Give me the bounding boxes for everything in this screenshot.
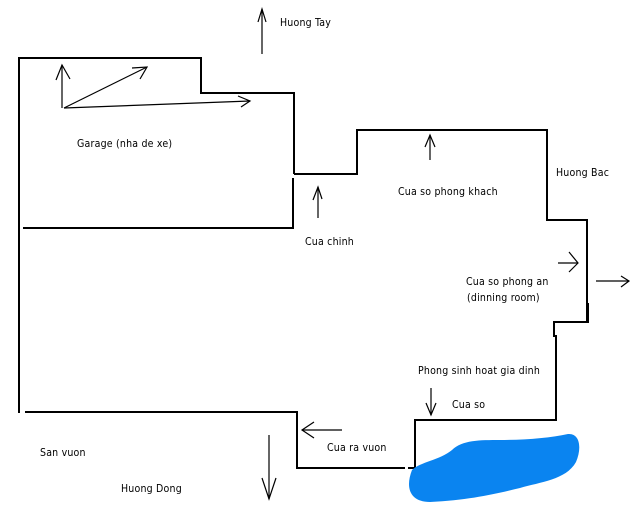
- label-garden-door: Cua ra vuon: [327, 442, 387, 454]
- arrow-down-icon-window: [425, 388, 437, 417]
- pond-blob: [409, 433, 580, 502]
- label-garage: Garage (nha de xe): [77, 138, 173, 150]
- wall-garage-bottom: [23, 178, 294, 229]
- arrow-up-icon-huong-tay: [257, 6, 267, 54]
- label-yard: San vuon: [40, 447, 86, 459]
- label-dining-room: (dinning room): [467, 292, 540, 304]
- arrow-up-icon-garage: [55, 63, 71, 108]
- label-huong-tay: Huong Tay: [280, 17, 332, 29]
- label-main-door: Cua chinh: [305, 236, 354, 248]
- wall-garage-top: [19, 57, 295, 174]
- label-living-window: Cua so phong khach: [398, 186, 498, 198]
- label-dining-window: Cua so phong an: [466, 276, 549, 288]
- label-huong-dong: Huong Dong: [121, 483, 182, 495]
- wall-living-top: [294, 129, 588, 323]
- arrow-right-icon-garage: [63, 95, 252, 109]
- arrow-right-icon-dining-inside: [558, 251, 579, 273]
- wall-family-right: [414, 335, 557, 468]
- arrow-diagonal-icon-garage: [63, 66, 149, 109]
- label-huong-bac: Huong Bac: [556, 167, 610, 179]
- arrow-down-icon-huong-dong: [261, 435, 277, 501]
- arrow-left-icon-garden-door: [300, 421, 342, 439]
- label-window: Cua so: [452, 399, 486, 411]
- wall-south: [25, 411, 405, 469]
- arrow-up-icon-main-door: [312, 185, 323, 218]
- arrow-right-icon-dining-outside: [596, 275, 631, 288]
- wall-east-step: [553, 303, 589, 337]
- label-family-room: Phong sinh hoat gia dinh: [418, 365, 541, 377]
- arrow-up-icon-living-window: [424, 133, 436, 160]
